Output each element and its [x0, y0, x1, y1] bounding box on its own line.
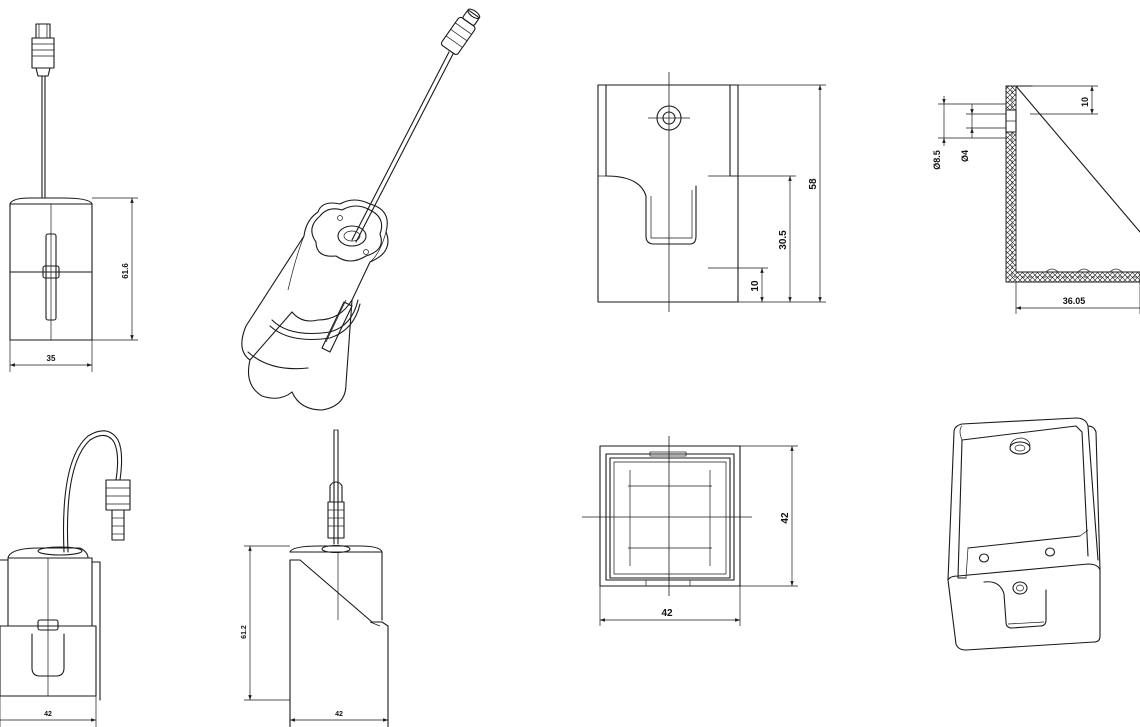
connector-plug-icon: [440, 8, 481, 55]
dim-label-mid: 30.5: [778, 230, 789, 250]
connector-plug-icon: [31, 23, 55, 77]
dim-label-top: 10: [1080, 97, 1090, 107]
dim-label-height: 61.6: [121, 263, 130, 279]
connector-plug-icon: [327, 481, 345, 539]
view-bracket-isometric: [947, 417, 1101, 651]
dim-label-width: 36.05: [1063, 296, 1086, 306]
connector-plug-icon: [105, 479, 131, 541]
dim-label-width: 42: [661, 608, 673, 619]
dim-label-outer-diameter: Ø8.5: [932, 150, 942, 170]
dim-label-inner-diameter: Ø4: [960, 150, 970, 162]
view-battery-isometric: [241, 8, 481, 411]
dim-label-height: 58: [808, 178, 819, 190]
dim-label-width: 35: [47, 354, 56, 363]
view-bracket-front: 58 30.5 10: [597, 72, 826, 312]
view-bracket-section: Ø8.5 Ø4 10 36.05: [932, 85, 1140, 314]
dim-label-width: 42: [335, 711, 343, 718]
view-battery-side: 42: [0, 430, 131, 727]
view-battery-front: 35 61.6: [9, 23, 138, 372]
view-bracket-top: 42 42: [582, 436, 798, 626]
dim-label-width: 42: [44, 711, 52, 718]
dim-label-height: 42: [780, 512, 791, 524]
dim-label-low: 10: [750, 280, 761, 292]
view-battery-bracket-side: 61.2 42: [241, 429, 389, 727]
dim-label-height: 61.2: [241, 625, 248, 639]
